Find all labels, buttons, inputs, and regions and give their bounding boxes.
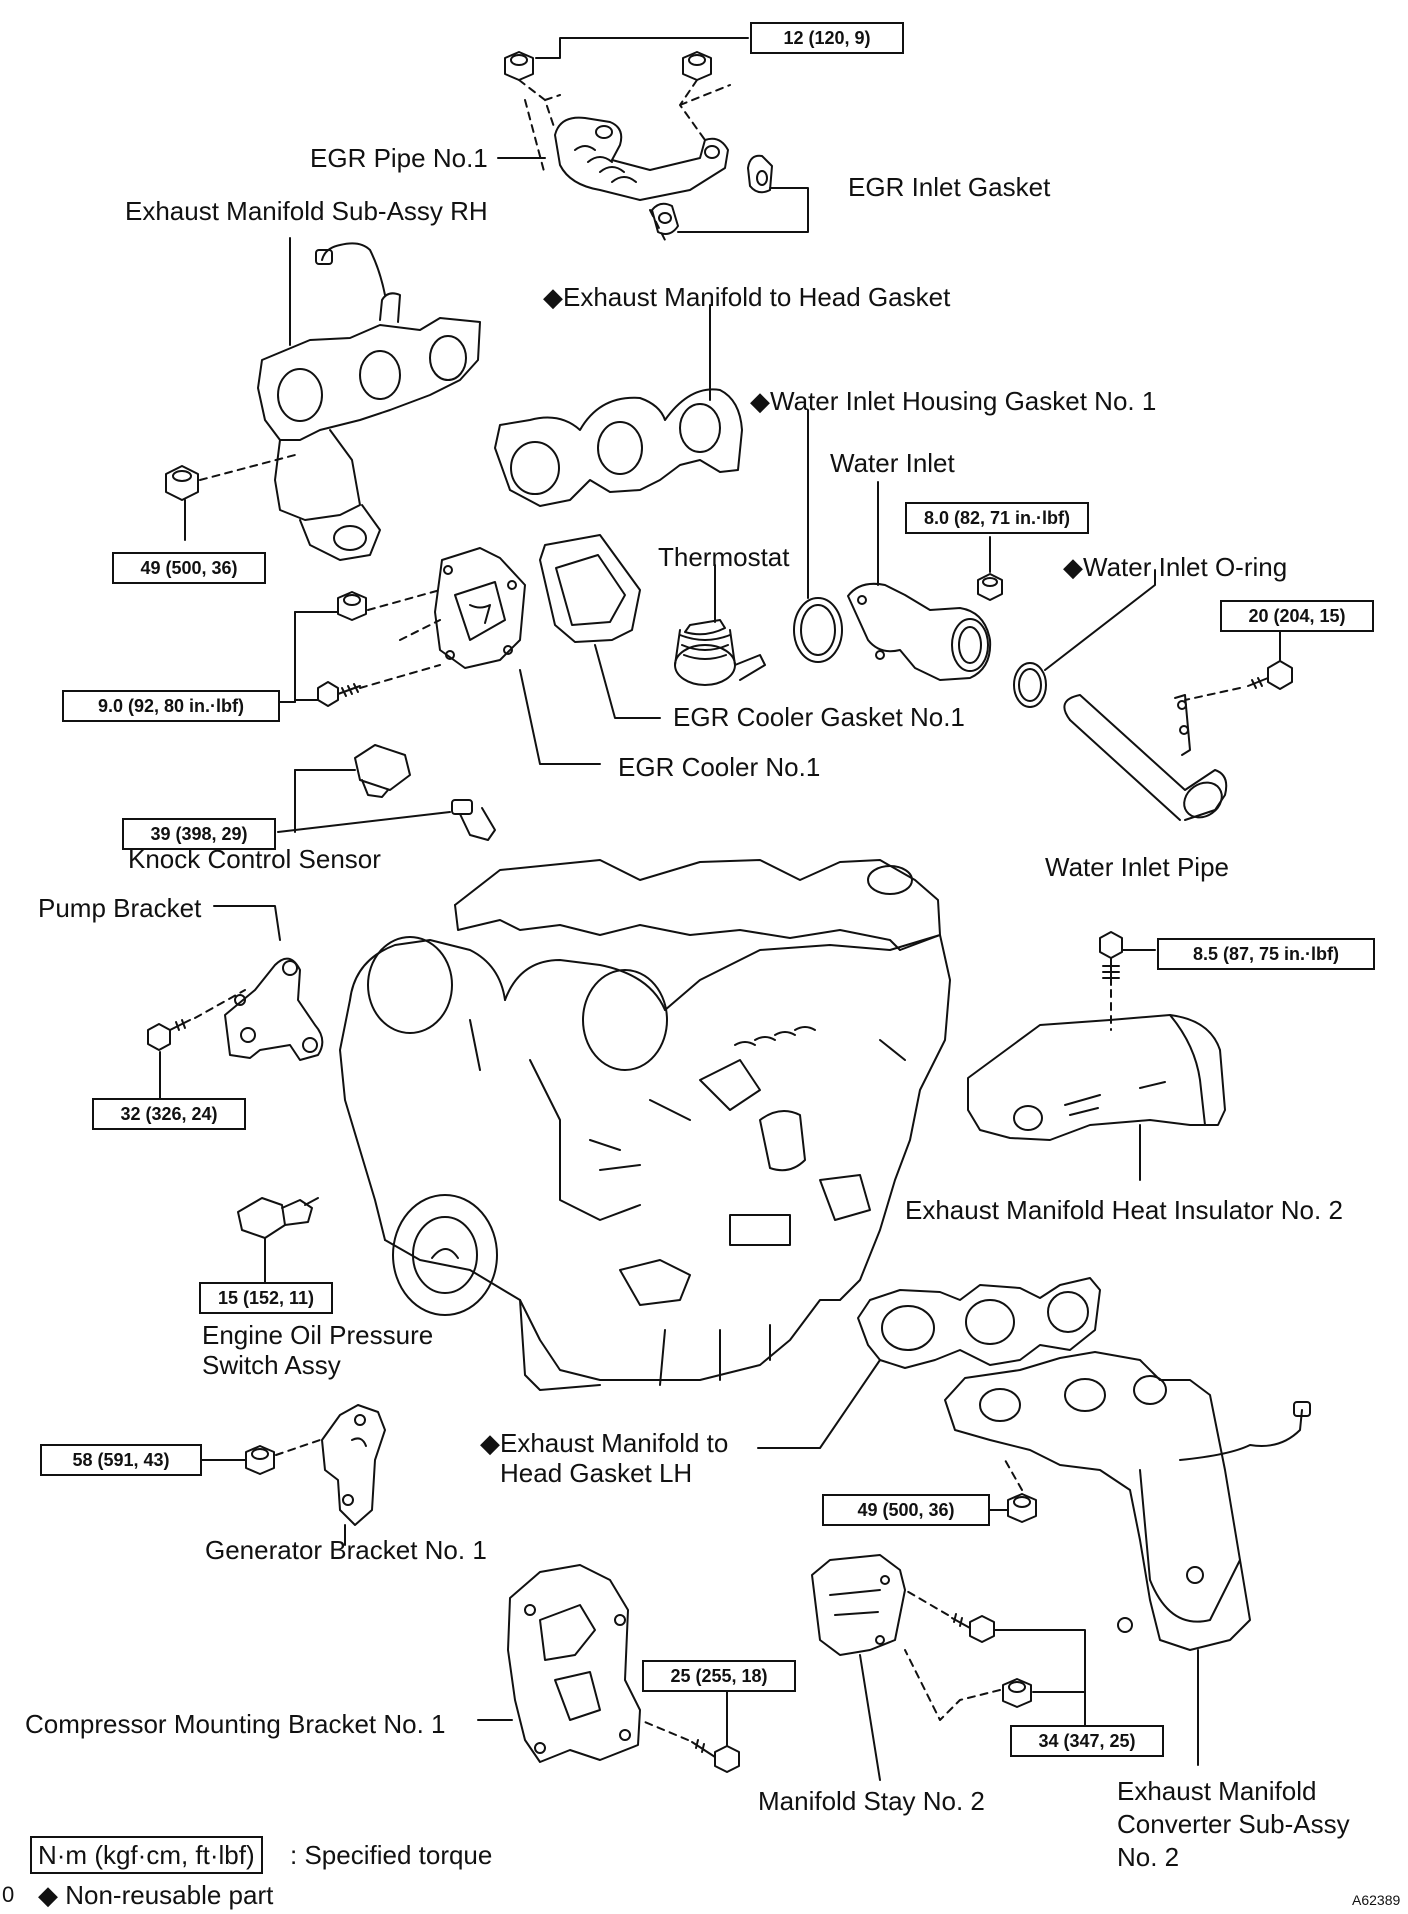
leader-stay-torque (994, 1630, 1085, 1725)
pump-bracket-bolt (148, 1020, 190, 1050)
torque-manifold-lh: 49 (500, 36) (822, 1494, 990, 1526)
egr-inlet-gasket-lower (652, 204, 678, 234)
leader-egr-gasket (678, 188, 808, 232)
figure-code: A62389 (1352, 1892, 1401, 1908)
exhaust-manifold-to-head-gasket-label: ◆Exhaust Manifold to Head Gasket (543, 282, 951, 312)
water-inlet-oring-part (1014, 663, 1046, 707)
manifold-lh-nut (1008, 1494, 1036, 1522)
exhaust-manifold-heat-insulator-part (968, 1015, 1225, 1140)
torque-manifold-stay: 34 (347, 25) (1010, 1725, 1164, 1757)
water-inlet-part (848, 584, 990, 680)
manifold-stay-label: Manifold Stay No. 2 (758, 1786, 985, 1816)
leader-egr-torque (536, 38, 748, 58)
engine-block-part (340, 860, 950, 1390)
torque-compressor-bracket: 25 (255, 18) (642, 1660, 796, 1692)
torque-egr-cooler: 9.0 (92, 80 in.·lbf) (62, 690, 280, 722)
egr-cooler-bolt (318, 682, 360, 706)
torque-heat-insulator: 8.5 (87, 75 in.·lbf) (1157, 938, 1375, 970)
exhaust-manifold-converter-label: Exhaust Manifold Converter Sub-Assy No. … (1117, 1776, 1350, 1872)
margin-mark: 0 (2, 1882, 15, 1907)
manifold-stay-nut (1003, 1679, 1031, 1707)
exhaust-manifold-converter-part (945, 1352, 1310, 1650)
egr-nut-right (683, 52, 711, 80)
torque-pump-bracket: 32 (326, 24) (92, 1098, 246, 1130)
exhaust-manifold-to-head-gasket-lh-label: ◆Exhaust Manifold to Head Gasket LH (480, 1428, 729, 1488)
generator-bracket-label: Generator Bracket No. 1 (205, 1535, 487, 1565)
egr-dashed-paths (519, 80, 730, 140)
exhaust-manifold-rh-part (258, 243, 480, 560)
egr-cooler-gasket-no1-part (540, 535, 640, 642)
thermostat-label: Thermostat (658, 542, 790, 572)
torque-egr-pipe: 12 (120, 9) (750, 22, 904, 54)
egr-cooler-gasket-label: EGR Cooler Gasket No.1 (673, 702, 965, 732)
torque-manifold-rh: 49 (500, 36) (112, 552, 266, 584)
leader-oring (1045, 570, 1155, 670)
manifold-stay-part (812, 1555, 905, 1655)
manifold-stay-bolt (952, 1614, 994, 1642)
egr-inlet-gasket-label: EGR Inlet Gasket (848, 172, 1051, 202)
torque-generator-bracket: 58 (591, 43) (40, 1444, 202, 1476)
egr-cooler-nut (338, 592, 366, 620)
heat-insulator-label: Exhaust Manifold Heat Insulator No. 2 (905, 1195, 1343, 1225)
water-inlet-pipe-bolt (1248, 661, 1292, 689)
pump-bracket-label: Pump Bracket (38, 893, 202, 923)
engine-oil-pressure-switch-part (238, 1198, 318, 1238)
torque-water-inlet-pipe: 20 (204, 15) (1220, 600, 1374, 632)
water-inlet-pipe-part (1064, 695, 1228, 825)
leader-pump-bracket (214, 906, 280, 940)
egr-cooler-no1-part (435, 548, 525, 668)
engine-oil-pressure-switch-label: Engine Oil Pressure Switch Assy (202, 1320, 434, 1380)
legend-torque-unit-box: N·m (kgf·cm, ft·lbf) (30, 1836, 263, 1874)
egr-pipe-no1-label: EGR Pipe No.1 (310, 143, 488, 173)
exhaust-manifold-to-head-gasket-part (495, 389, 742, 506)
compressor-mounting-bracket-part (508, 1565, 640, 1762)
egr-nut-left (505, 52, 533, 80)
generator-bracket-part (322, 1405, 385, 1525)
knock-control-sensor-part (355, 745, 495, 840)
exhaust-manifold-sub-assy-rh-label: Exhaust Manifold Sub-Assy RH (125, 196, 488, 226)
exhaust-manifold-to-head-gasket-lh-part (858, 1278, 1100, 1368)
manifold-rh-nut (166, 466, 198, 500)
water-inlet-housing-gasket-label: ◆Water Inlet Housing Gasket No. 1 (750, 386, 1157, 416)
water-inlet-pipe-label: Water Inlet Pipe (1045, 852, 1230, 882)
compressor-mounting-bracket-label: Compressor Mounting Bracket No. 1 (25, 1709, 446, 1739)
leader-manifold-stay (860, 1655, 880, 1780)
pump-bracket-part (225, 959, 322, 1060)
legend-torque-desc: : Specified torque (290, 1840, 493, 1870)
egr-cooler-label: EGR Cooler No.1 (618, 752, 821, 782)
water-inlet-nut (978, 574, 1002, 600)
legend-non-reusable: ◆ Non-reusable part (38, 1880, 274, 1910)
thermostat-part (675, 620, 765, 685)
water-inlet-oring-label: ◆Water Inlet O-ring (1063, 552, 1288, 582)
egr-inlet-gasket-upper (748, 156, 772, 193)
compressor-bracket-bolt (692, 1740, 739, 1772)
torque-water-inlet: 8.0 (82, 71 in.·lbf) (905, 502, 1089, 534)
torque-knock-sensor: 39 (398, 29) (122, 818, 276, 850)
leader-egr-cooler (520, 670, 600, 764)
generator-bracket-nut (246, 1446, 274, 1474)
water-inlet-label: Water Inlet (830, 448, 955, 478)
leader-head-gasket-lh (758, 1360, 880, 1448)
torque-oil-pressure-switch: 15 (152, 11) (199, 1282, 333, 1314)
water-inlet-housing-gasket-part (794, 598, 842, 662)
egr-pipe-no1-part (555, 118, 728, 200)
leader-egr-cooler-gasket (595, 645, 660, 718)
heat-insulator-bolt (1100, 932, 1122, 985)
